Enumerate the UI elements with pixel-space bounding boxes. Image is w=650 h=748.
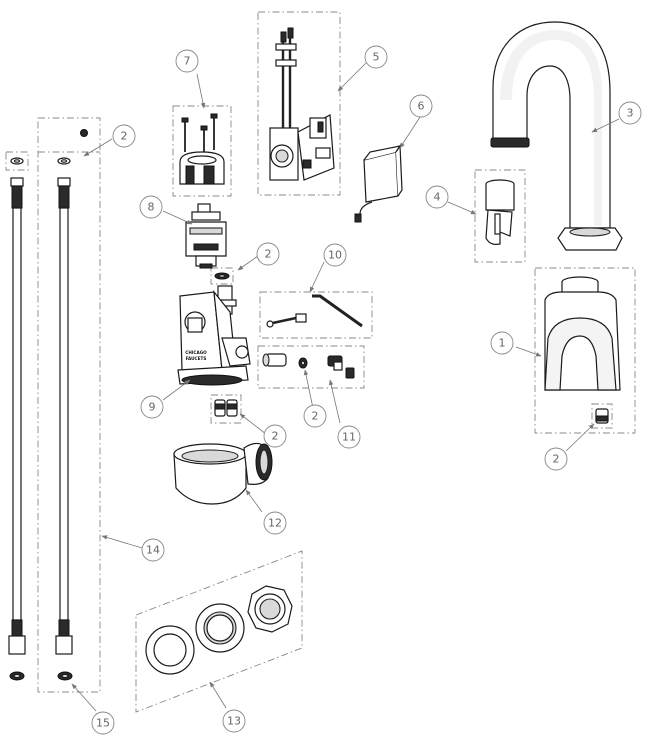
mounting-washers-and-locknut[interactable] (145, 585, 293, 675)
callout-6: 6 (409, 94, 433, 118)
box-part-13 (135, 550, 303, 713)
svg-text:6: 6 (418, 100, 425, 113)
callout-11: 11 (337, 425, 361, 449)
svg-text:14: 14 (146, 544, 160, 557)
callout-2-check-valves: 2 (263, 424, 287, 448)
box-part-11 (257, 345, 365, 389)
svg-text:4: 4 (434, 191, 441, 204)
svg-text:13: 13 (227, 715, 241, 728)
svg-text:3: 3 (627, 107, 634, 120)
box-part-2-right (591, 403, 613, 429)
svg-text:5: 5 (373, 51, 380, 64)
sensor-module[interactable] (354, 144, 403, 223)
svg-text:2: 2 (121, 130, 128, 143)
callout-2-cartridge-washer: 2 (256, 242, 280, 266)
svg-text:12: 12 (268, 517, 282, 530)
brand-line-1: CHICAGO (185, 350, 207, 355)
leader-lines (71, 62, 620, 712)
box-check-valves (210, 394, 242, 424)
callout-9: 9 (140, 395, 164, 419)
group-boxes (5, 11, 636, 713)
fittings[interactable] (262, 353, 355, 379)
callout-13: 13 (222, 709, 246, 733)
box-hose-washer-left (5, 151, 29, 171)
o-ring-top[interactable] (214, 272, 230, 280)
callout-3: 3 (618, 101, 642, 125)
brand-line-2: FAUCETS (186, 356, 207, 361)
callout-2-fitting-washer: 2 (303, 404, 327, 428)
set-screw-cap-right[interactable] (595, 408, 609, 424)
base-cover[interactable] (544, 276, 621, 391)
hose-washer[interactable] (57, 671, 73, 681)
svg-text:1: 1 (499, 337, 506, 350)
spout[interactable] (490, 21, 623, 251)
svg-text:8: 8 (148, 201, 155, 214)
handle-link-and-hex-key[interactable] (266, 294, 363, 328)
svg-text:10: 10 (328, 249, 342, 262)
svg-text:2: 2 (265, 248, 272, 261)
cartridge[interactable] (185, 203, 227, 269)
box-part-5 (257, 11, 341, 196)
callout-15: 15 (91, 711, 115, 735)
callout-1: 1 (490, 331, 514, 355)
box-washer-top (210, 267, 234, 285)
svg-text:7: 7 (184, 55, 191, 68)
supply-hoses[interactable] (8, 129, 88, 681)
svg-text:9: 9 (149, 401, 156, 414)
svg-text:15: 15 (96, 717, 110, 730)
box-part-14 (37, 117, 101, 693)
callout-5: 5 (364, 45, 388, 69)
callout-2-base: 2 (544, 447, 568, 471)
svg-text:2: 2 (312, 410, 319, 423)
check-valves[interactable] (214, 399, 238, 417)
svg-text:2: 2 (553, 453, 560, 466)
screws-and-bracket[interactable] (179, 113, 225, 185)
box-part-10 (259, 291, 373, 339)
mounting-clip[interactable] (485, 179, 515, 245)
callout-4: 4 (425, 185, 449, 209)
valve-body[interactable]: CHICAGO FAUCETS (177, 285, 251, 386)
callout-8: 8 (139, 195, 163, 219)
callout-2-hoses: 2 (112, 124, 136, 148)
adapter-housing[interactable] (173, 442, 273, 505)
svg-text:2: 2 (272, 430, 279, 443)
callout-12: 12 (263, 511, 287, 535)
callout-14: 14 (141, 538, 165, 562)
callout-10: 10 (323, 243, 347, 267)
solenoid-valve-assembly[interactable] (269, 27, 335, 181)
svg-text:11: 11 (342, 431, 356, 444)
box-part-4 (474, 169, 526, 263)
callout-7: 7 (175, 49, 199, 73)
